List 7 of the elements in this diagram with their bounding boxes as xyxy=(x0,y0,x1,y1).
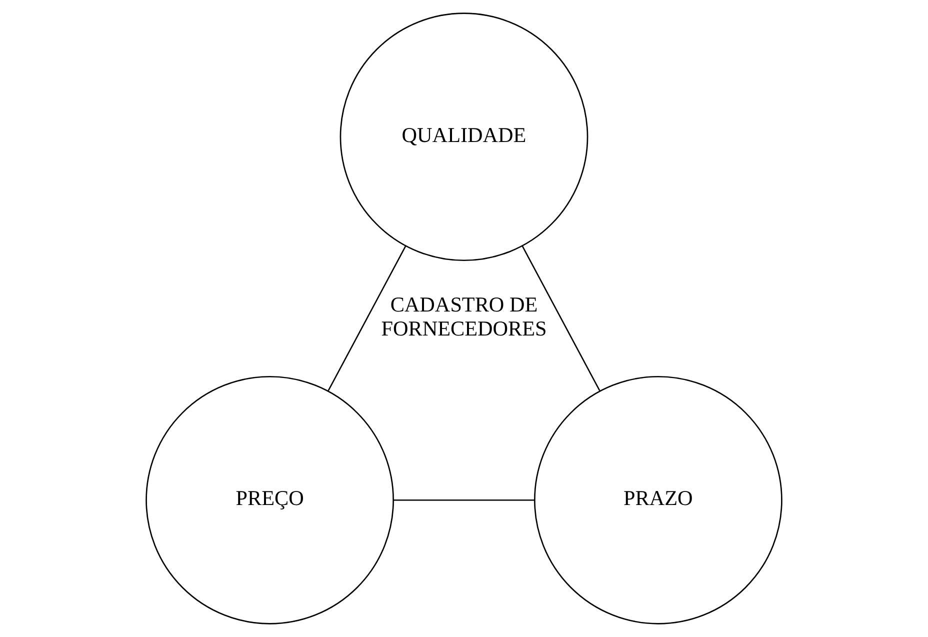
node-circle: PREÇO xyxy=(146,376,394,624)
label: CADASTRO DE FORNECEDORES xyxy=(381,292,547,340)
connector xyxy=(522,246,600,391)
connector xyxy=(328,246,406,391)
node-circle: PRAZO xyxy=(534,376,782,624)
connector xyxy=(393,499,535,501)
node-circle: QUALIDADE xyxy=(340,12,588,262)
